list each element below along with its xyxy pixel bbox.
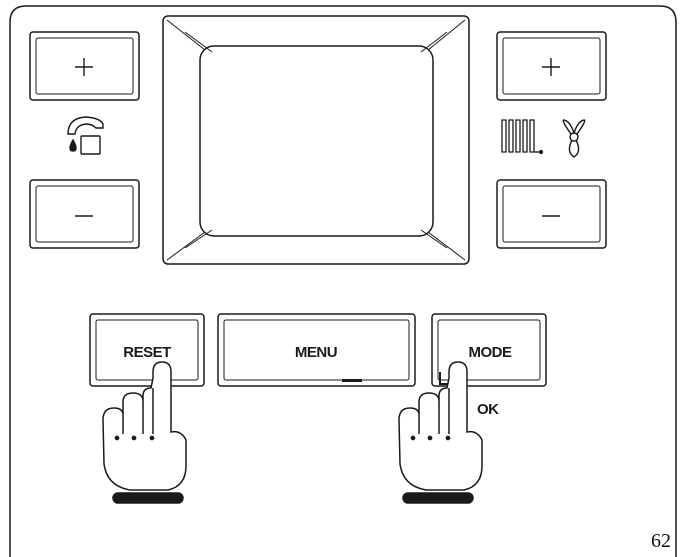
ch-plus-button[interactable] [497,32,606,100]
menu-label: MENU [295,344,337,361]
plus-icon [75,58,93,76]
dhw-plus-button[interactable] [30,32,139,100]
plus-icon [542,58,560,76]
fan-icon [563,120,584,157]
ok-label: OK [477,401,499,418]
tap-icon [68,117,103,154]
pointing-hand-icon [103,362,186,503]
radiator-icon [502,120,543,154]
dhw-minus-button[interactable] [30,180,139,248]
page-number: 62 [651,530,671,553]
reset-label: RESET [123,344,171,361]
menu-button[interactable]: MENU [218,314,415,386]
reset-button[interactable]: RESET [90,314,204,386]
display-screen [163,16,469,264]
menu-indicator-bar [342,379,362,382]
ch-minus-button[interactable] [497,180,606,248]
mode-label: MODE [469,344,512,361]
